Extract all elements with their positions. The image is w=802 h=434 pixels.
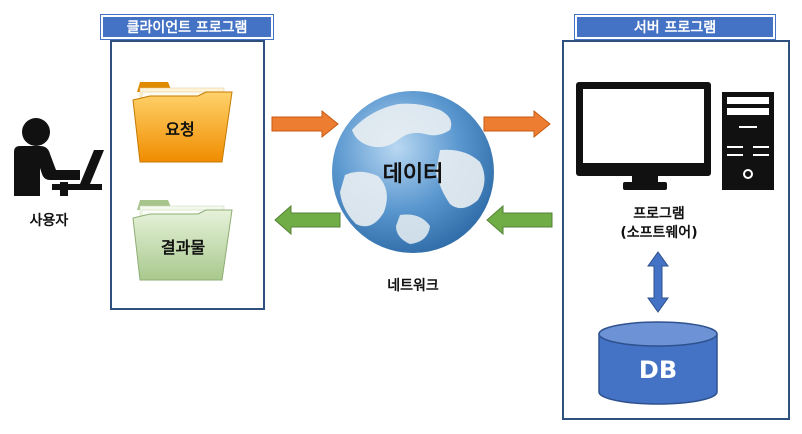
globe-icon [332,91,494,253]
user-label: 사용자 [29,213,69,229]
software-label: (소프트웨어) [620,225,698,241]
request-folder-icon [132,82,233,163]
result-folder-icon [132,200,233,281]
double-arrow-program-db [647,251,669,313]
monitor-icon [576,82,711,190]
result-label: 결과물 [160,238,206,257]
data-label: 데이터 [382,162,444,187]
user-icon [14,118,104,196]
computer-tower-icon [722,92,774,190]
client-program-title: 클라이언트 프로그램 [100,14,274,40]
db-label: DB [638,356,678,384]
database-icon [598,321,718,405]
request-label: 요청 [165,120,195,139]
arrow-server-to-network [486,204,553,236]
server-program-title: 서버 프로그램 [574,14,776,40]
arrow-network-to-client [274,204,341,236]
network-label: 네트워크 [387,278,439,294]
arrow-network-to-server [483,109,551,139]
program-label: 프로그램 [633,206,685,222]
arrow-client-to-network [271,109,339,139]
